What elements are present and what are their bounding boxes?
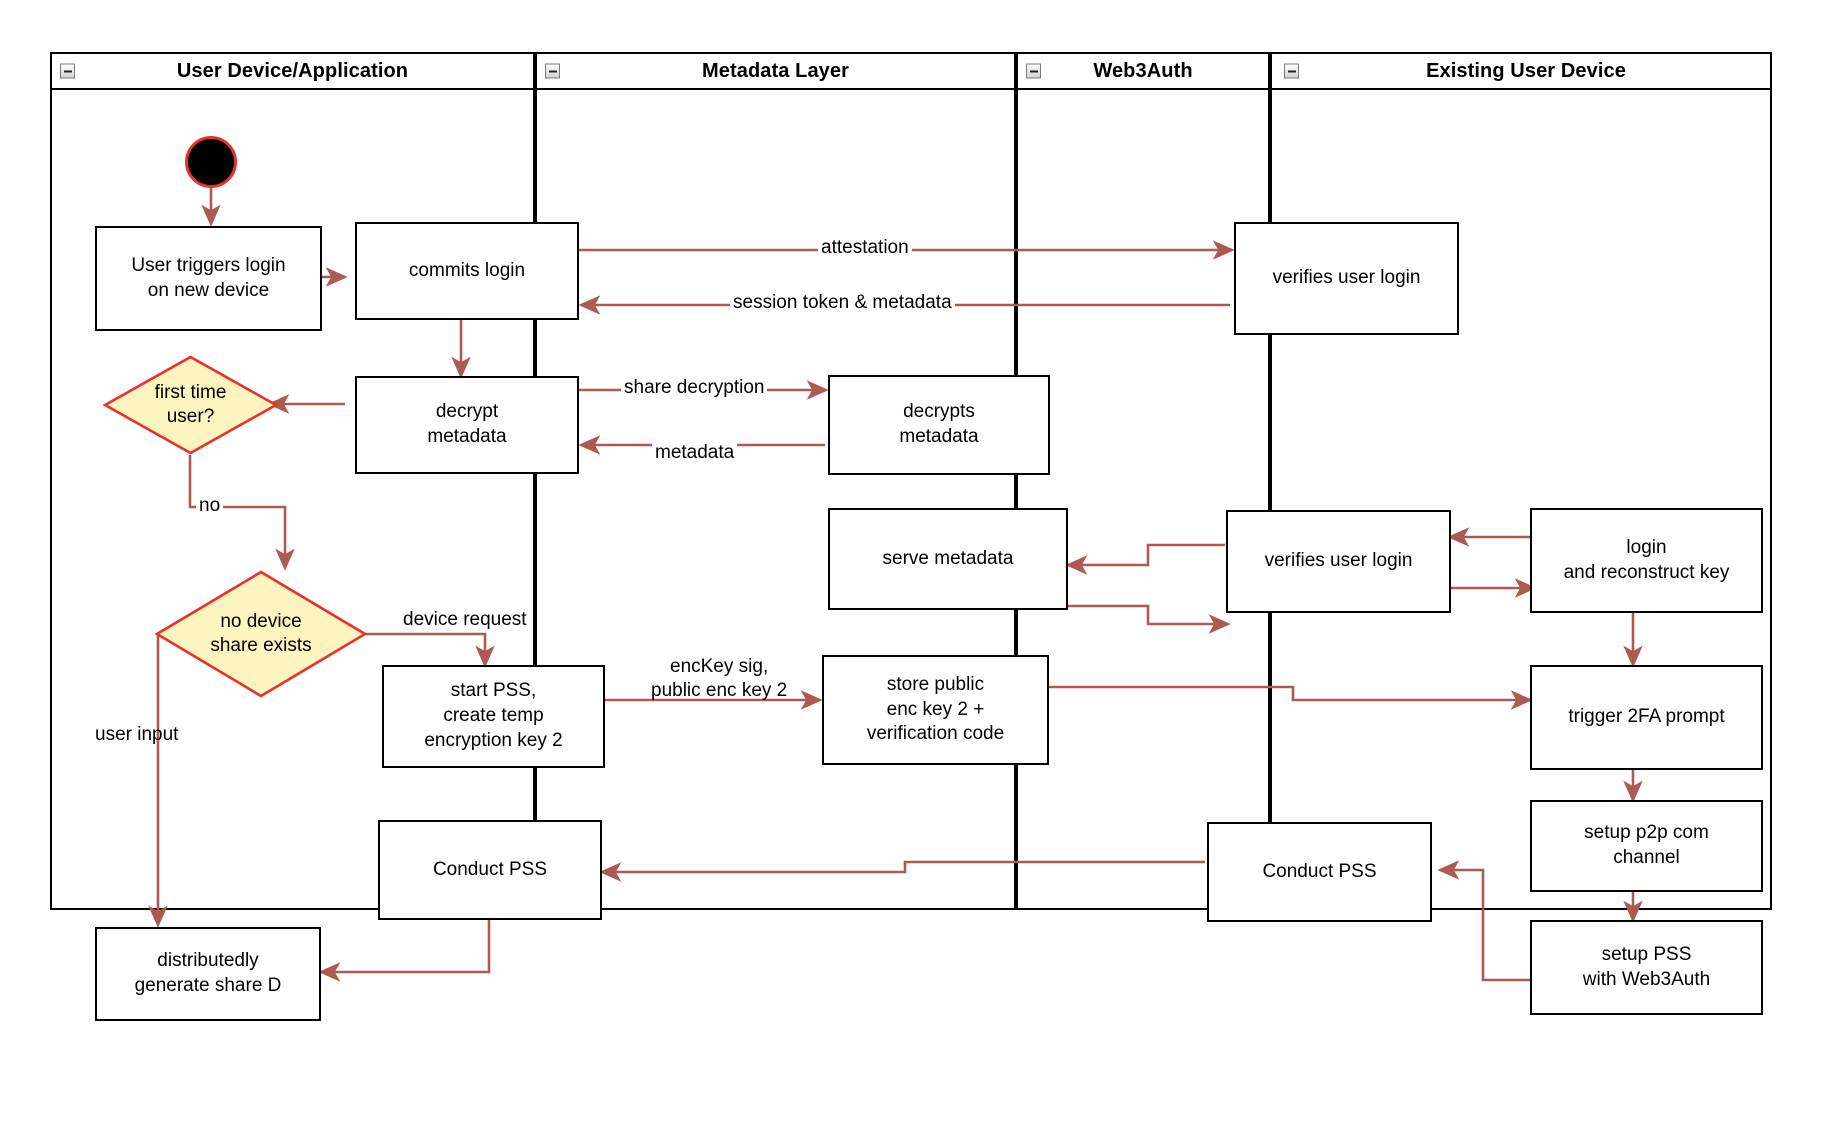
- edge-label-session-token: session token & metadata: [730, 291, 955, 315]
- swimlane-title-metadata: Metadata Layer: [701, 59, 849, 82]
- swimlane-web3auth-body: [1016, 88, 1270, 910]
- decision-first-time-user[interactable]: first time user?: [103, 355, 278, 455]
- collapse-minus-icon[interactable]: [1284, 63, 1299, 79]
- edge-label-attestation: attestation: [818, 236, 912, 260]
- swimlane-title-user-device: User Device/Application: [176, 59, 409, 82]
- swimlane-header-user-device[interactable]: User Device/Application: [50, 52, 535, 90]
- node-user-triggers-login[interactable]: User triggers login on new device: [95, 226, 322, 331]
- node-login-and-reconstruct-key[interactable]: login and reconstruct key: [1530, 508, 1763, 613]
- swimlane-title-existing-device: Existing User Device: [1426, 59, 1626, 82]
- edge-label-share-decryption: share decryption: [621, 376, 768, 400]
- node-setup-p2p-channel[interactable]: setup p2p com channel: [1530, 800, 1763, 892]
- swimlane-header-web3auth[interactable]: Web3Auth: [1016, 52, 1270, 90]
- swimlane-metadata-body: [535, 88, 1016, 910]
- node-conduct-pss-user-device[interactable]: Conduct PSS: [378, 820, 602, 920]
- swimlane-title-web3auth: Web3Auth: [1093, 59, 1193, 82]
- edge-label-metadata: metadata: [652, 441, 738, 465]
- collapse-minus-icon[interactable]: [1026, 63, 1041, 79]
- node-start-pss[interactable]: start PSS, create temp encryption key 2: [382, 665, 605, 768]
- node-decrypts-metadata[interactable]: decrypts metadata: [828, 375, 1050, 475]
- edge-label-no: no: [196, 494, 224, 518]
- edge-label-enckey-sig: encKey sig, public enc key 2: [651, 656, 788, 701]
- node-decrypt-metadata[interactable]: decrypt metadata: [355, 376, 579, 474]
- node-commits-login[interactable]: commits login: [355, 222, 579, 320]
- swimlane-user-device-body: [50, 88, 535, 910]
- node-generate-share-d[interactable]: distributedly generate share D: [95, 927, 321, 1021]
- start-node[interactable]: [185, 136, 237, 188]
- edge-conduct-pss-user-to-generate-share: [318, 920, 491, 982]
- decision-no-device-share-exists-label: no device share exists: [210, 611, 312, 656]
- collapse-minus-icon[interactable]: [60, 63, 75, 79]
- swimlane-existing-device-body: [1270, 88, 1772, 910]
- node-verifies-user-login-2[interactable]: verifies user login: [1226, 510, 1451, 613]
- decision-no-device-share-exists[interactable]: no device share exists: [155, 570, 367, 698]
- node-store-public-enc-key[interactable]: store public enc key 2 + verification co…: [822, 655, 1049, 765]
- edge-label-device-request: device request: [403, 609, 527, 630]
- decision-first-time-user-label: first time user?: [154, 382, 227, 427]
- node-conduct-pss-web3auth[interactable]: Conduct PSS: [1207, 822, 1432, 922]
- edge-label-user-input: user input: [95, 724, 179, 745]
- node-verifies-user-login-1[interactable]: verifies user login: [1234, 222, 1459, 335]
- swimlane-header-existing-device[interactable]: Existing User Device: [1270, 52, 1772, 90]
- swimlane-header-metadata[interactable]: Metadata Layer: [535, 52, 1016, 90]
- node-setup-pss-with-web3auth[interactable]: setup PSS with Web3Auth: [1530, 920, 1763, 1015]
- node-trigger-2fa-prompt[interactable]: trigger 2FA prompt: [1530, 665, 1763, 770]
- collapse-minus-icon[interactable]: [545, 63, 560, 79]
- node-serve-metadata[interactable]: serve metadata: [828, 508, 1068, 610]
